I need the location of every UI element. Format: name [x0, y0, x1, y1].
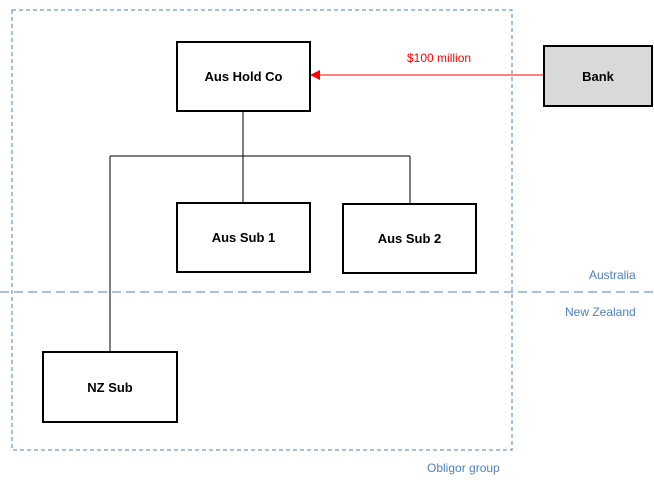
new-zealand-label: New Zealand	[565, 305, 636, 319]
loan-amount-label: $100 million	[407, 51, 472, 65]
aus-sub-1-label: Aus Sub 1	[211, 230, 276, 245]
australia-label: Australia	[589, 268, 636, 282]
aus-sub-2-label: Aus Sub 2	[377, 231, 442, 246]
nz-sub-box: NZ Sub	[42, 351, 178, 423]
aus-hold-co-box: Aus Hold Co	[176, 41, 311, 112]
bank-label: Bank	[582, 68, 614, 84]
obligor-group-boundary	[11, 9, 513, 451]
aus-hold-co-label: Aus Hold Co	[204, 69, 283, 84]
aus-sub-1-box: Aus Sub 1	[176, 202, 311, 273]
aus-sub-2-box: Aus Sub 2	[342, 203, 477, 274]
obligor-group-label: Obligor group	[427, 461, 500, 475]
bank-box: Bank	[543, 45, 653, 107]
nz-sub-label: NZ Sub	[87, 379, 133, 395]
